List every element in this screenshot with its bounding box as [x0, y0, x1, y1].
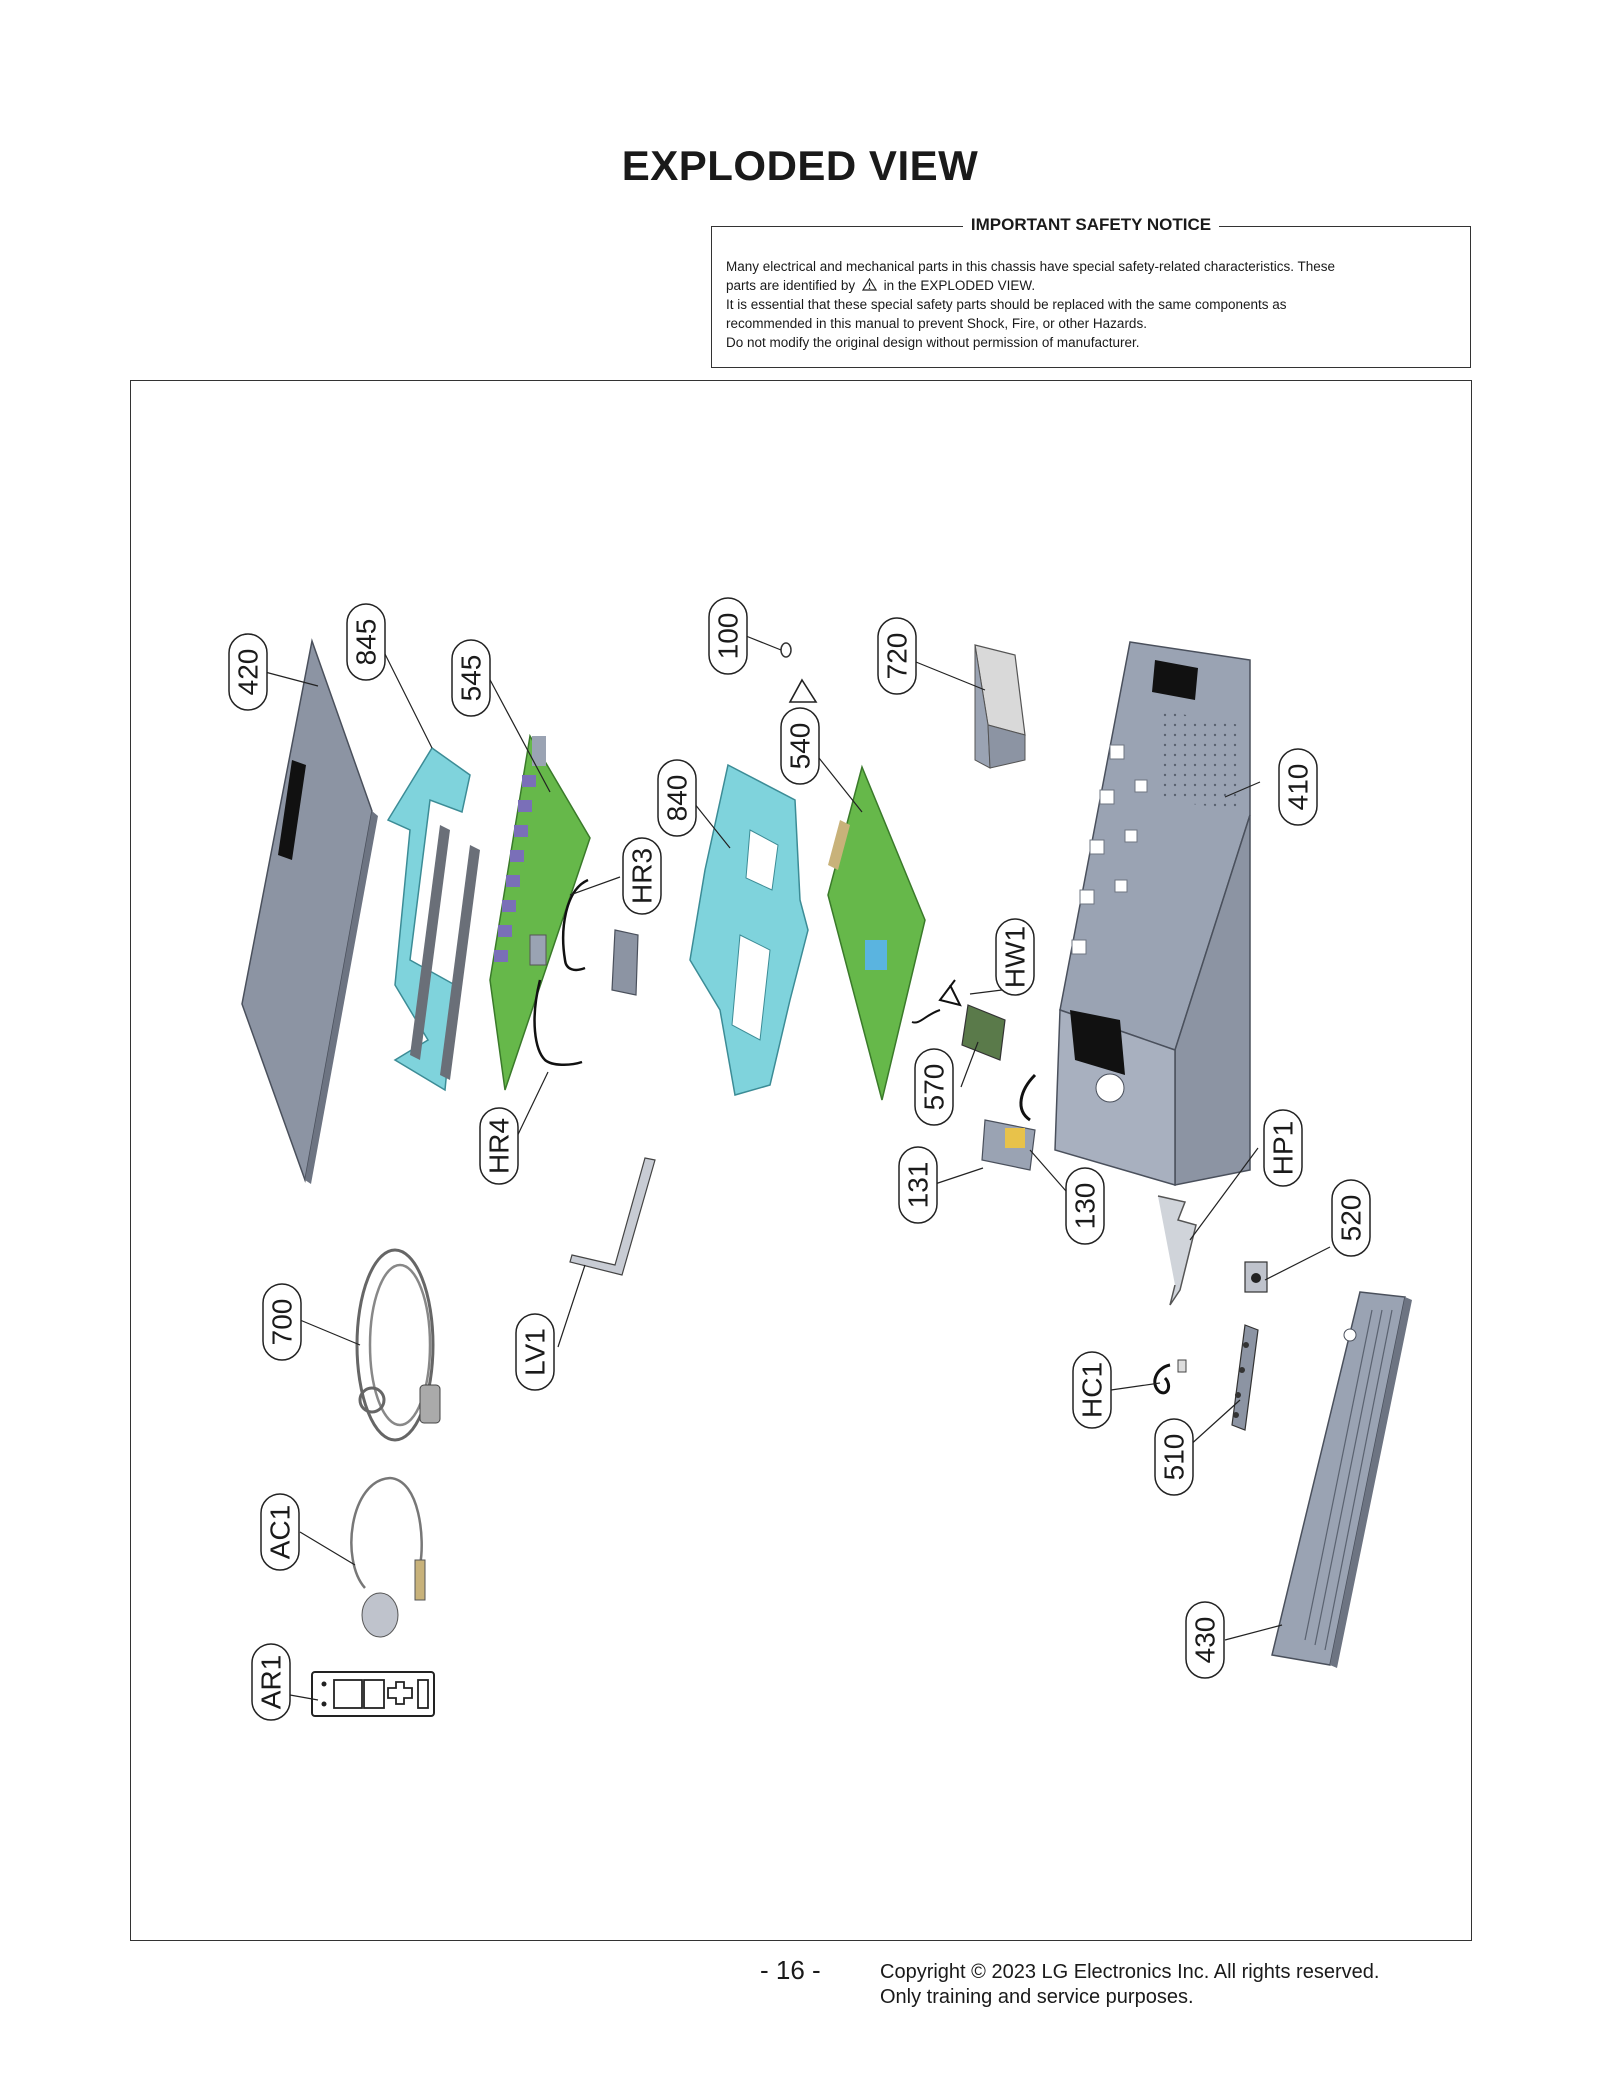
callout-520: 520 — [1331, 1179, 1371, 1257]
notice-line-3: It is essential that these special safet… — [726, 297, 1287, 312]
copyright-line-2: Only training and service purposes. — [880, 1986, 1194, 2008]
callout-510: 510 — [1154, 1418, 1194, 1496]
copyright-line-1: Copyright © 2023 LG Electronics Inc. All… — [880, 1961, 1380, 1983]
svg-text:700: 700 — [267, 1299, 298, 1346]
button-board-510-part — [1231, 1324, 1259, 1431]
svg-text:420: 420 — [233, 649, 264, 696]
warning-triangle-icon — [861, 278, 877, 291]
callout-840: 840 — [657, 759, 697, 837]
front-panel-430-part — [1271, 1291, 1412, 1668]
rear-cover-part — [241, 638, 378, 1184]
chassis-410-part — [1054, 641, 1251, 1186]
svg-text:LV1: LV1 — [520, 1328, 551, 1376]
svg-text:131: 131 — [903, 1162, 934, 1209]
board-545-part — [489, 733, 591, 1091]
notice-line-2b: in the EXPLODED VIEW. — [883, 278, 1036, 293]
callout-hr3: HR3 — [622, 837, 662, 915]
small-block-part — [611, 929, 639, 996]
svg-text:AC1: AC1 — [265, 1505, 296, 1559]
accessory-ar1-part — [311, 1671, 435, 1717]
svg-text:845: 845 — [351, 619, 382, 666]
svg-text:430: 430 — [1190, 1617, 1221, 1664]
callout-845: 845 — [346, 603, 386, 681]
safety-notice-heading: IMPORTANT SAFETY NOTICE — [962, 215, 1220, 234]
svg-text:130: 130 — [1070, 1183, 1101, 1230]
notice-line-1: Many electrical and mechanical parts in … — [726, 259, 1336, 274]
copyright-notice: Copyright © 2023 LG Electronics Inc. All… — [880, 1960, 1379, 2010]
cable-hp1-part — [1157, 1195, 1197, 1306]
callout-ar1: AR1 — [251, 1643, 291, 1721]
cable-hr4-part — [533, 979, 583, 1066]
notice-line-4: recommended in this manual to prevent Sh… — [726, 316, 1147, 331]
notice-line-2a: parts are identified by — [726, 278, 856, 293]
callout-540: 540 — [780, 707, 820, 785]
cable-lv1-part — [569, 1157, 656, 1276]
svg-text:100: 100 — [713, 613, 744, 660]
svg-text:HP1: HP1 — [1268, 1121, 1299, 1175]
callout-420: 420 — [228, 633, 268, 711]
callout-100: 100 — [708, 597, 748, 675]
svg-text:510: 510 — [1159, 1434, 1190, 1481]
board-540-part — [827, 764, 926, 1101]
accessory-ac1-part — [350, 1476, 426, 1638]
callout-700: 700 — [262, 1283, 302, 1361]
svg-text:HW1: HW1 — [1000, 926, 1031, 988]
callout-131: 131 — [898, 1146, 938, 1224]
callout-hp1: HP1 — [1263, 1109, 1303, 1187]
board-570-part — [961, 1004, 1006, 1061]
svg-text:HR4: HR4 — [484, 1118, 515, 1174]
page-number: - 16 - — [760, 1955, 821, 1985]
callout-ac1: AC1 — [260, 1493, 300, 1571]
bracket-840-part — [689, 763, 809, 1096]
callout-hc1: HC1 — [1072, 1351, 1112, 1429]
callout-720: 720 — [877, 617, 917, 695]
diagram-frame — [130, 380, 1472, 1941]
notice-line-5: Do not modify the original design withou… — [726, 335, 1140, 350]
module-130-part — [981, 1073, 1037, 1171]
module-720-part — [974, 644, 1026, 769]
svg-text:410: 410 — [1283, 764, 1314, 811]
wire-hw1-part — [911, 979, 962, 1024]
callout-430: 430 — [1185, 1601, 1225, 1679]
callout-hw1: HW1 — [995, 918, 1035, 996]
callout-lv1: LV1 — [515, 1313, 555, 1391]
part-100 — [780, 642, 792, 658]
svg-text:520: 520 — [1336, 1195, 1367, 1242]
svg-text:840: 840 — [662, 775, 693, 822]
callout-570: 570 — [914, 1048, 954, 1126]
warning-triangle-icon — [788, 678, 818, 703]
callout-hr4: HR4 — [479, 1107, 519, 1185]
callout-410: 410 — [1278, 748, 1318, 826]
svg-text:570: 570 — [919, 1064, 950, 1111]
safety-notice-text: Many electrical and mechanical parts in … — [726, 257, 1456, 352]
page-title: EXPLODED VIEW — [621, 142, 979, 189]
svg-text:HC1: HC1 — [1077, 1362, 1108, 1418]
svg-text:AR1: AR1 — [256, 1655, 287, 1709]
power-cord-700-part — [355, 1248, 441, 1442]
cable-hc1-part — [1153, 1359, 1187, 1395]
bracket-845-part — [386, 746, 480, 1092]
safety-notice-box: IMPORTANT SAFETY NOTICE Many electrical … — [711, 215, 1471, 368]
svg-text:720: 720 — [882, 633, 913, 680]
svg-text:545: 545 — [456, 655, 487, 702]
callout-130: 130 — [1065, 1167, 1105, 1245]
svg-text:540: 540 — [785, 723, 816, 770]
callout-545: 545 — [451, 639, 491, 717]
jack-520-part — [1244, 1261, 1268, 1293]
leader-lines — [264, 635, 1331, 1701]
svg-text:HR3: HR3 — [627, 848, 658, 904]
